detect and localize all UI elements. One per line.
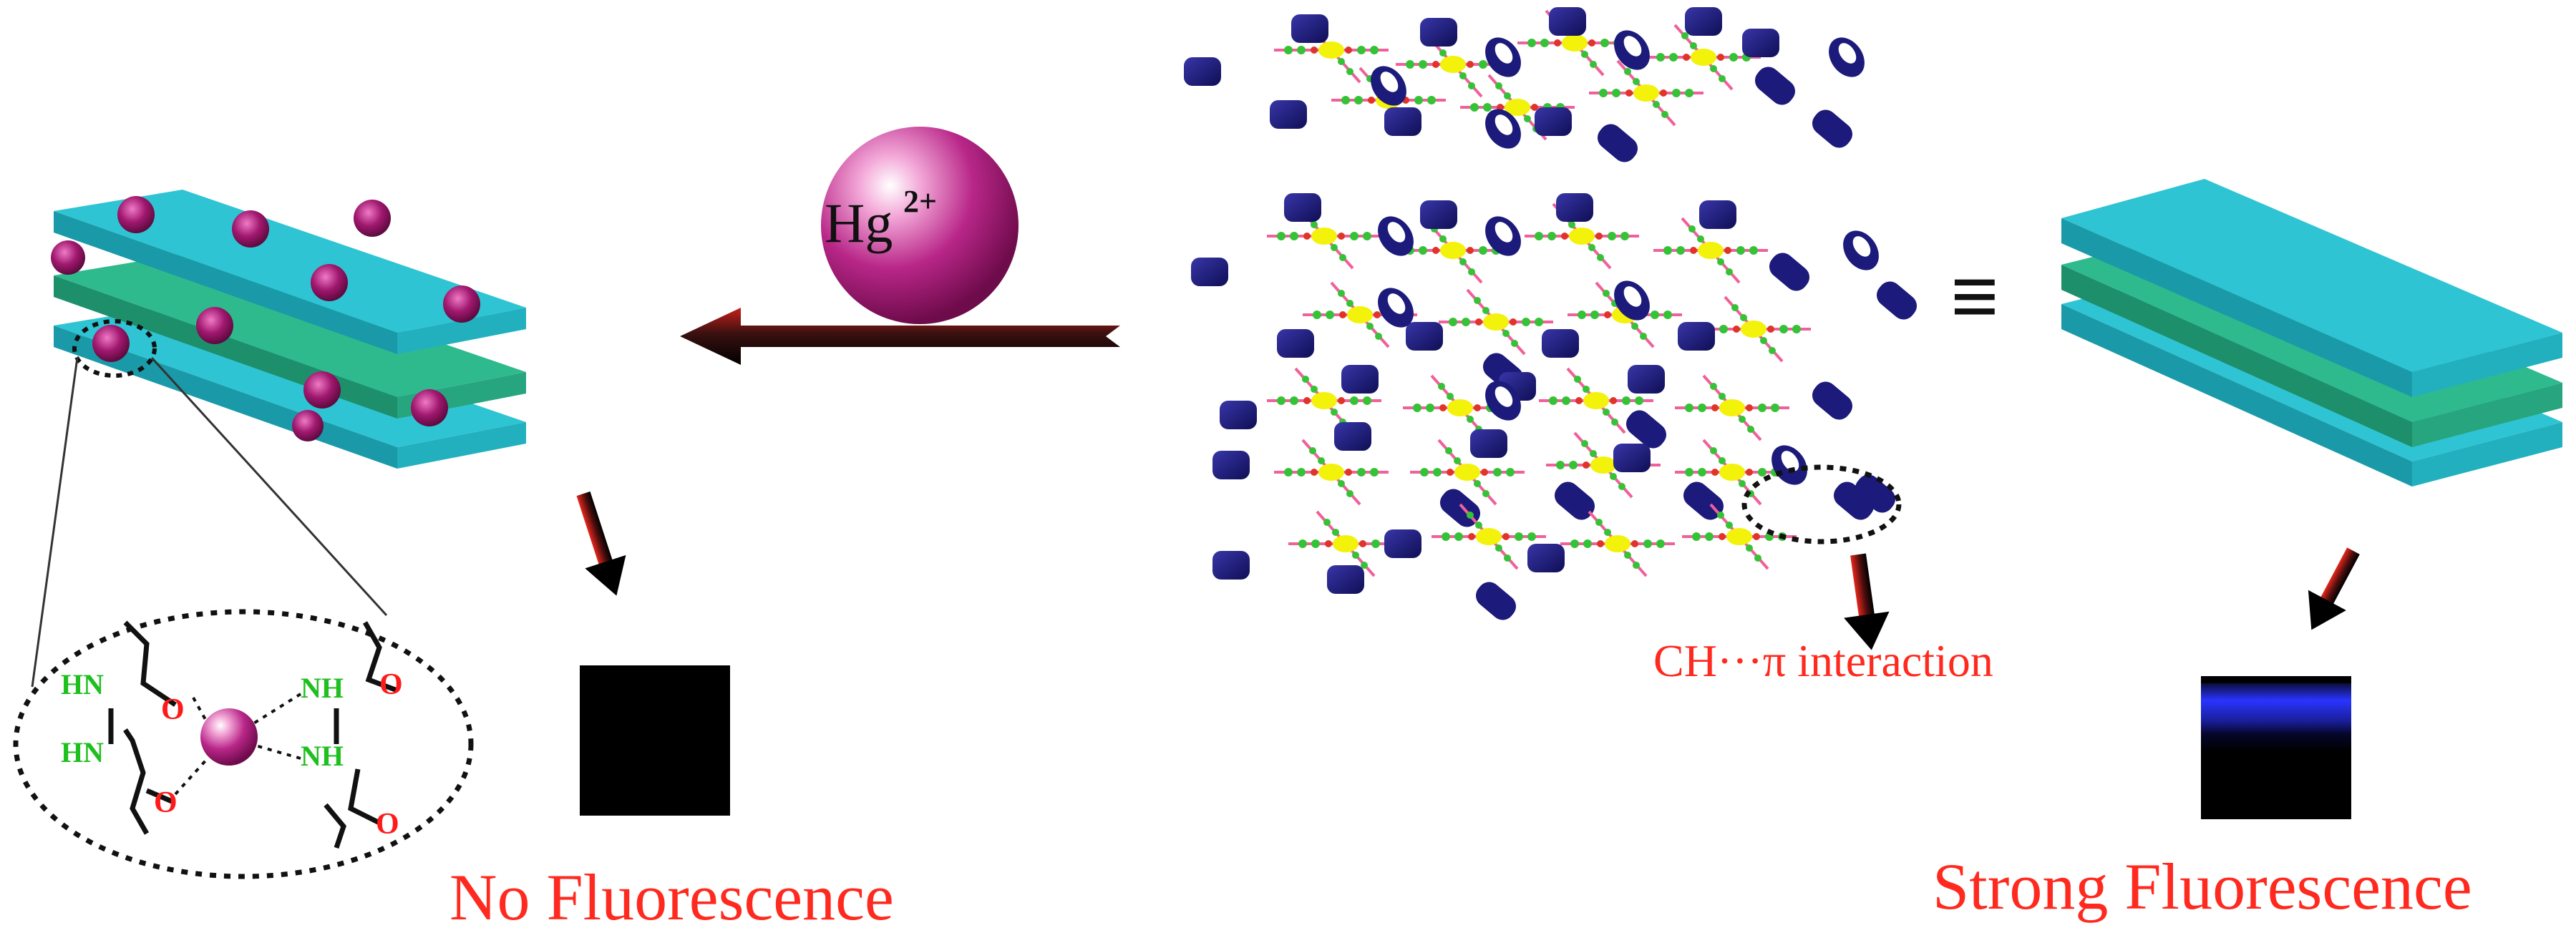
hg-center-icon: [200, 708, 258, 766]
hg-symbol: Hg: [825, 192, 893, 254]
framework-sheet-stack: [1191, 193, 1922, 625]
o-label-3: O: [379, 668, 403, 701]
nh-label-lower: NH: [301, 740, 344, 772]
no-fluorescence-label: No Fluorescence: [449, 861, 894, 934]
hg-bound-layer-stack: [51, 190, 526, 469]
arrow-left-icon: [680, 308, 1120, 365]
supramolecular-framework: [1184, 7, 1922, 625]
o-label-2: O: [154, 786, 178, 819]
strong-fluorescence-label: Strong Fluorescence: [1933, 850, 2472, 923]
zoom-line-left: [31, 357, 79, 688]
o-label-1: O: [161, 693, 185, 726]
zoom-line-right: [150, 356, 388, 617]
arrow-down-center-icon: [1844, 553, 1890, 650]
no-fluorescence-vial: [580, 665, 730, 816]
arrow-down-left-icon: [576, 491, 626, 596]
arrow-down-right-icon: [2308, 547, 2360, 630]
hg-ion-sphere-icon: Hg 2+: [821, 127, 1019, 324]
o-label-4: O: [376, 808, 399, 841]
nh-label-upper: NH: [301, 672, 344, 704]
strong-fluorescence-vial: [2201, 676, 2351, 819]
ch-pi-marker: [1741, 464, 1902, 544]
hn-label-upper: HN: [61, 668, 104, 700]
hg-coordination-detail: HN HN NH NH O O O O: [13, 609, 474, 879]
framework-sheet-top: [1184, 7, 1872, 167]
hn-label-lower: HN: [61, 736, 104, 768]
hg-charge: 2+: [903, 184, 937, 219]
free-layer-stack: [2061, 179, 2562, 487]
triple-bar-equivalence-icon: ≡: [1950, 249, 1999, 344]
ch-pi-interaction-label: CH···π interaction: [1653, 635, 1993, 686]
